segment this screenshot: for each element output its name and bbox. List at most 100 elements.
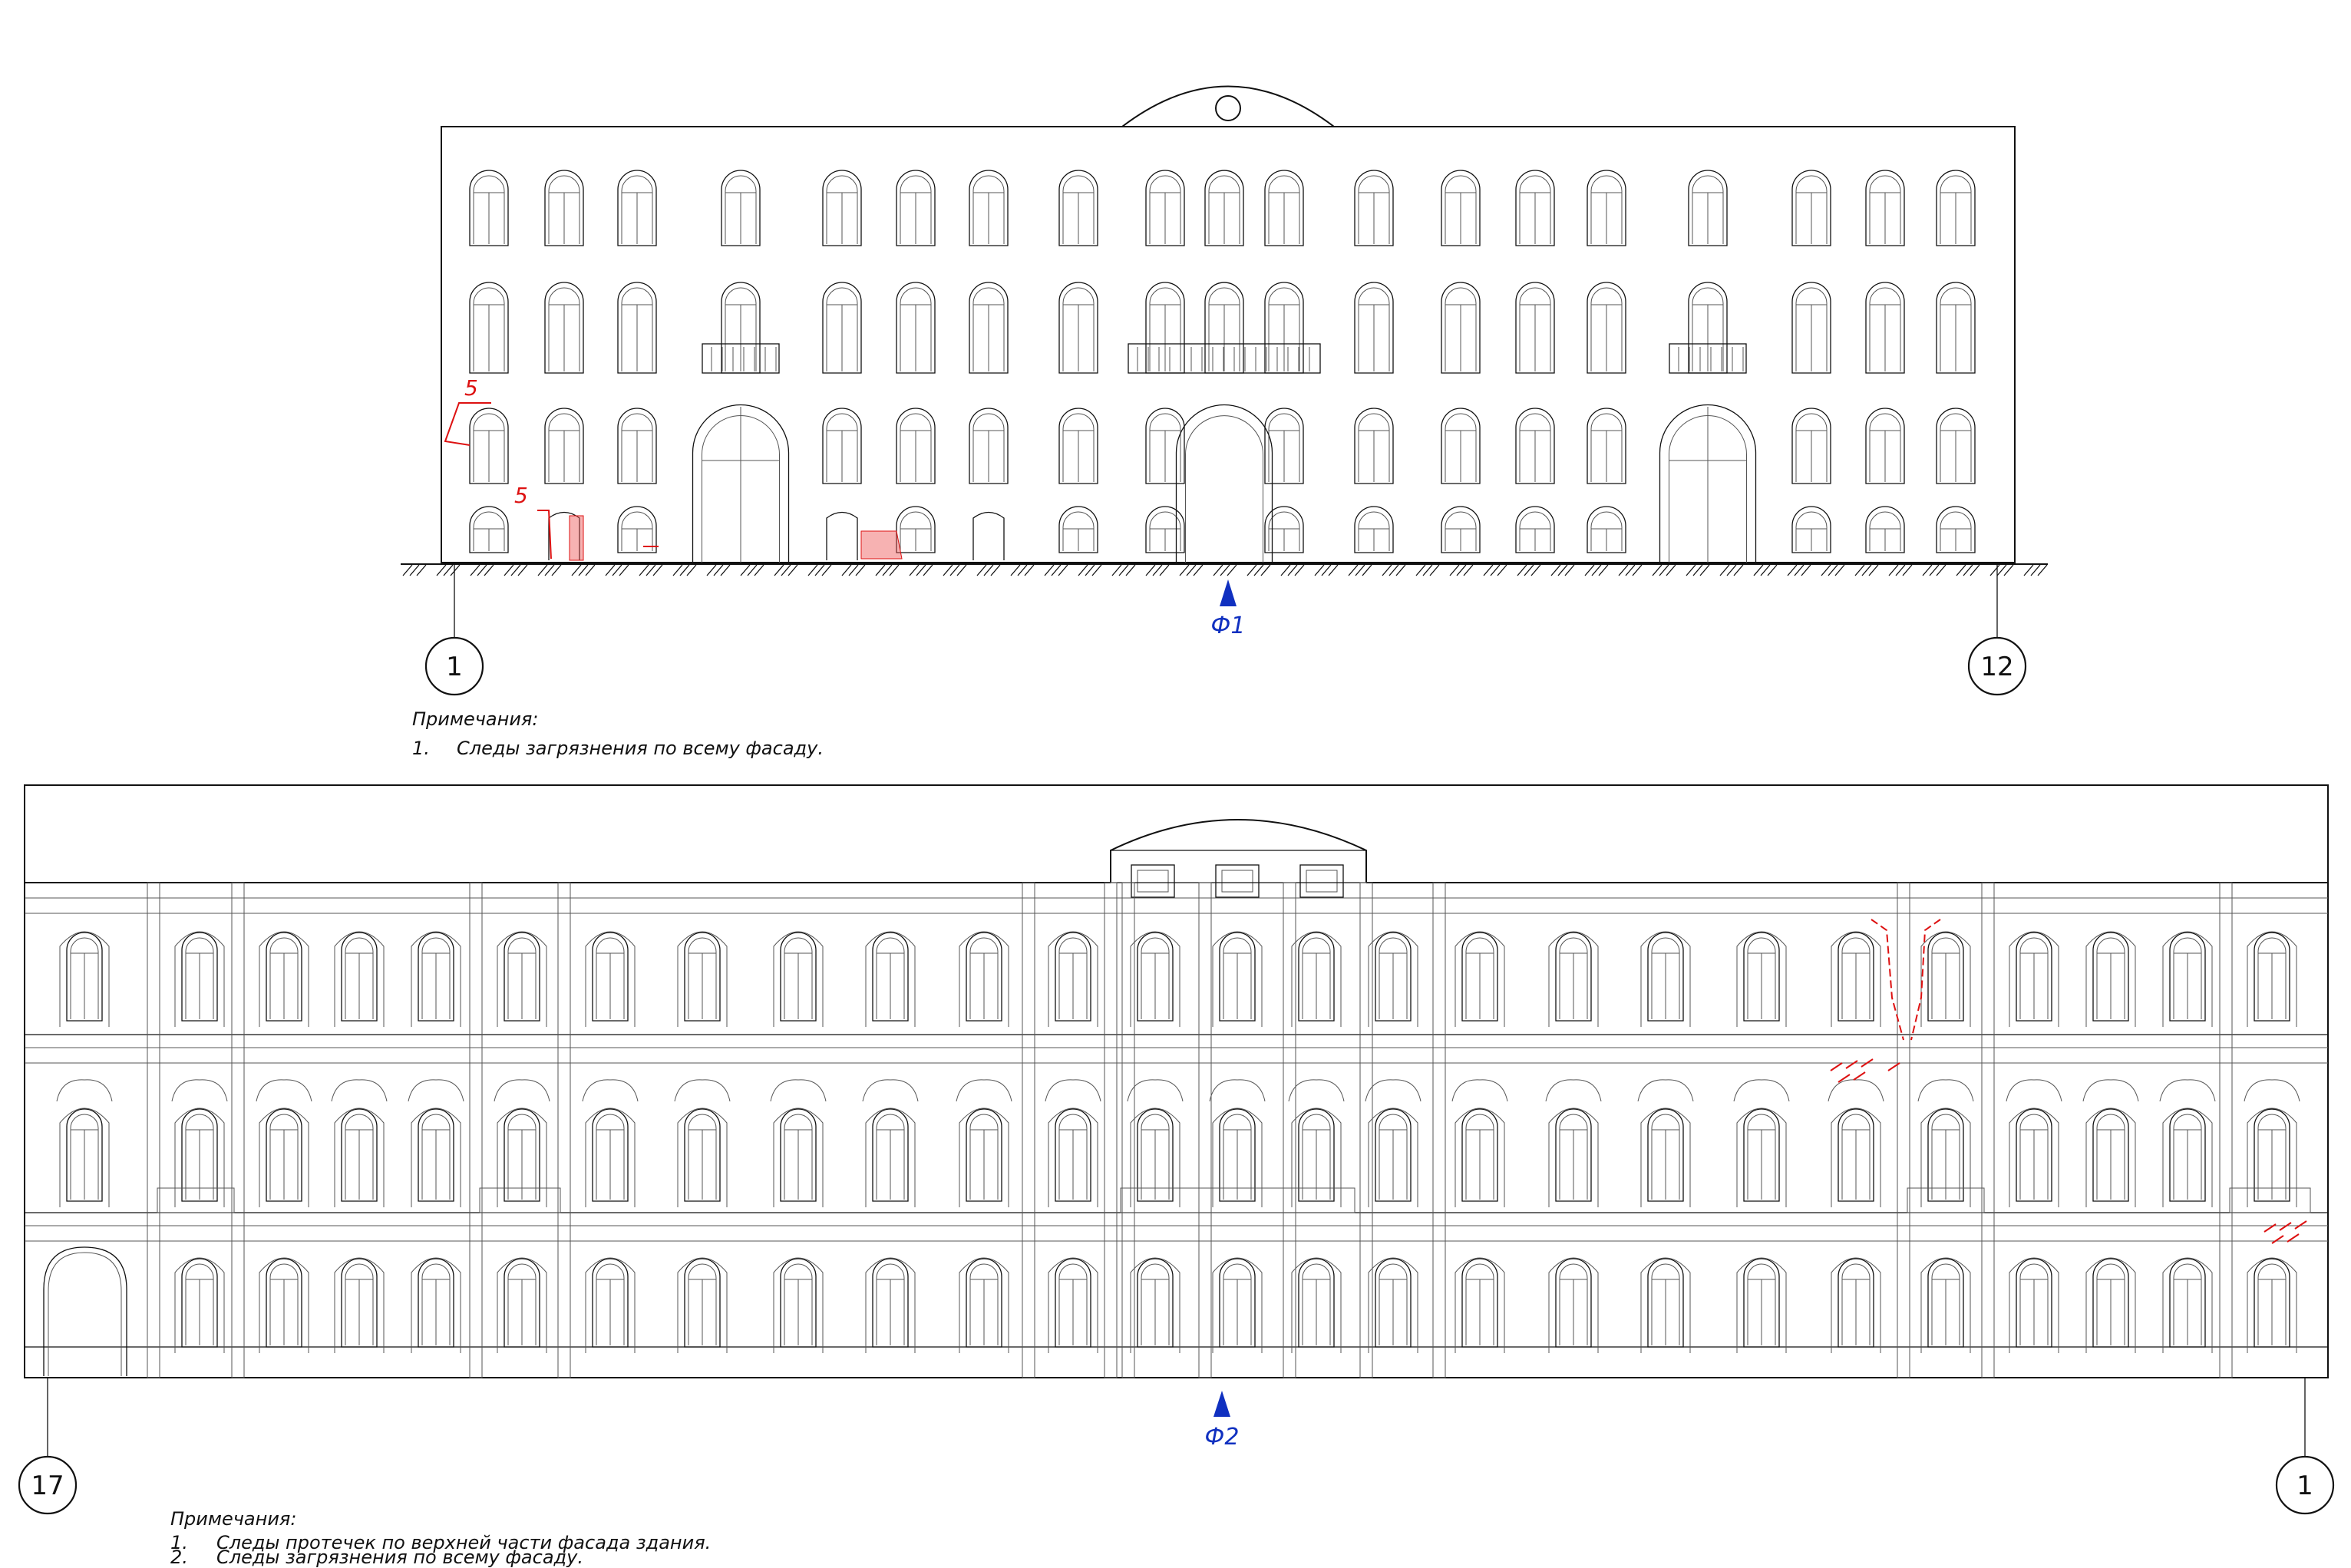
f1-window-r2-c8-frame [1062, 287, 1095, 371]
defect-stain-2 [860, 530, 903, 560]
hatch-stroke [1078, 564, 1088, 576]
f1-window-r3-c11-frame [1268, 413, 1300, 482]
f2-window-r3-c8 [684, 1258, 721, 1348]
f1-window-r4-c13-frame [1445, 511, 1477, 551]
f2-axis-marker-right [2275, 1455, 2335, 1515]
f2-window-r3-c22-frame [1931, 1263, 1960, 1345]
hatch-stroke [551, 564, 562, 576]
f2-window-r1-c10-surround [865, 931, 916, 1027]
f2-window-r2-c23 [2016, 1108, 2052, 1202]
f1-window-r1-c15 [1587, 170, 1626, 246]
f1-note-1-num: 1. [412, 738, 430, 759]
hatch-stroke [1280, 564, 1291, 576]
f1-window-r2-c14-frame [1519, 287, 1551, 371]
f2-window-r3-c25 [2169, 1258, 2206, 1348]
f2-window-r2-c15 [1298, 1108, 1335, 1202]
f2-window-r1-c3-surround [259, 931, 309, 1027]
f2-window-r2-c17-frame [1465, 1114, 1494, 1200]
f2-window-r2-c4-frame [345, 1114, 374, 1200]
f1-window-r3-c6-frame [900, 413, 932, 482]
f2-window-r1-c24-frame [2096, 937, 2125, 1019]
f2-window-r2-c13-pediment [1127, 1079, 1184, 1102]
f1-window-r1-c4-frame [725, 175, 757, 244]
hatch-stroke [1929, 564, 1940, 576]
hatch-stroke [1010, 564, 1021, 576]
f1-window-r4-c9 [1145, 506, 1185, 553]
f2-window-r1-c19-frame [1651, 937, 1680, 1019]
f2-window-r1-c15 [1298, 932, 1335, 1022]
hatch-stroke [1632, 564, 1643, 576]
f2-window-r1-c5-surround [411, 931, 461, 1027]
hatch-stroke [1415, 564, 1426, 576]
hatch-stroke [1530, 564, 1541, 576]
f2-window-r1-c6 [504, 932, 540, 1022]
f2-defects [1830, 919, 2307, 1244]
f1-window-r4-c1 [469, 506, 509, 553]
f2-window-r1-c5-frame [421, 937, 451, 1019]
f2-window-r1-c20-surround [1736, 931, 1787, 1027]
f1-window-r4-c19 [1936, 506, 1976, 553]
f2-window-r2-c2-pediment [171, 1079, 228, 1102]
f2-window-r2-c12-frame [1058, 1114, 1088, 1200]
f2-window-r3-c14-surround [1212, 1257, 1263, 1353]
hatch-stroke [1699, 564, 1710, 576]
f1-window-r4-c17-frame [1795, 511, 1828, 551]
hatch-stroke [2003, 564, 2014, 576]
f1-window-r4-c1-frame [473, 511, 505, 551]
f2-window-r3-c10 [872, 1258, 909, 1348]
f2-window-r3-c7 [592, 1258, 629, 1348]
f2-window-r1-c20 [1743, 932, 1780, 1022]
f1-window-r2-c5 [822, 282, 862, 374]
f1-window-r2-c16 [1688, 282, 1728, 374]
f2-window-r3-c3-surround [259, 1257, 309, 1353]
f2-window-r3-c21-frame [1841, 1263, 1871, 1345]
f1-window-r2-c4 [721, 282, 761, 374]
f2-window-r1-c16-frame [1379, 937, 1408, 1019]
f1-balcony-2 [1128, 343, 1321, 374]
f2-window-r3-c25-frame [2173, 1263, 2202, 1345]
f1-window-r1-c13-frame [1445, 175, 1477, 244]
hatch-stroke [1159, 564, 1170, 576]
f2-window-r2-c11-pediment [956, 1079, 1012, 1102]
f1-window-r3-c5-frame [826, 413, 858, 482]
hatch-stroke [1726, 564, 1737, 576]
f1-mark-label: Ф1 [1211, 612, 1246, 639]
hatch-stroke [1179, 564, 1190, 576]
hatch-stroke [1024, 564, 1035, 576]
f2-window-r1-c25-surround [2162, 931, 2213, 1027]
f2-window-r1-c18-frame [1559, 937, 1588, 1019]
f1-window-r2-c17-frame [1795, 287, 1828, 371]
f2-window-r2-c18 [1555, 1108, 1592, 1202]
f2-window-r3-c7-surround [585, 1257, 636, 1353]
f1-window-r2-c7-frame [972, 287, 1005, 371]
f1-window-r3-c15 [1587, 408, 1626, 484]
f1-window-r1-c14 [1515, 170, 1555, 246]
f2-window-r3-c12-surround [1048, 1257, 1098, 1353]
hatch-stroke [1970, 564, 1980, 576]
f2-window-r2-c15-pediment [1288, 1079, 1345, 1102]
f2-window-r2-c16-frame [1379, 1114, 1408, 1200]
f2-window-r3-c14-frame [1223, 1263, 1252, 1345]
f1-note-1-text: Следы загрязнения по всему фасаду. [457, 738, 824, 759]
f1-window-r4-c11 [1264, 506, 1304, 553]
hatch-stroke [443, 564, 454, 576]
f1-window-r2-c15 [1587, 282, 1626, 374]
f2-window-r3-c6 [504, 1258, 540, 1348]
hatch-stroke [1719, 564, 1730, 576]
f2-window-r3-c16 [1375, 1258, 1412, 1348]
hatch-stroke [1125, 564, 1136, 576]
f2-pilaster-14 [2219, 882, 2233, 1378]
f2-window-r2-c19-pediment [1637, 1079, 1694, 1102]
hatch-stroke [774, 564, 784, 576]
f1-window-r1-c9 [1145, 170, 1185, 246]
f1-window-r1-c4 [721, 170, 761, 246]
hatch-stroke [814, 564, 825, 576]
f1-window-r1-c17-frame [1795, 175, 1828, 244]
f2-window-r2-c16-pediment [1365, 1079, 1421, 1102]
f2-note-2-num: 2. [170, 1547, 188, 1568]
f2-pilaster-8 [1198, 882, 1212, 1378]
f1-window-r1-c12-frame [1358, 175, 1390, 244]
f2-window-r1-c23-frame [2019, 937, 2049, 1019]
hatch-stroke [402, 564, 413, 576]
f2-window-r1-c25 [2169, 932, 2206, 1022]
